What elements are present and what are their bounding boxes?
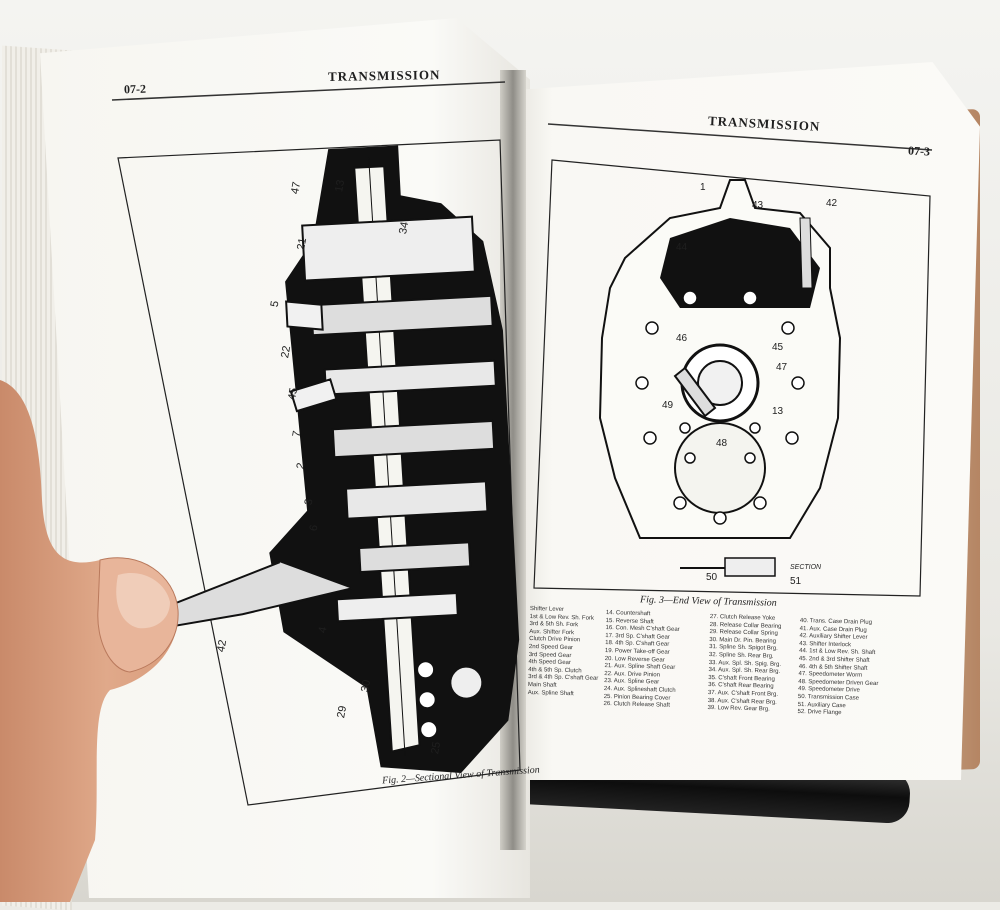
right-callout: 43 bbox=[752, 200, 764, 211]
right-callout: 46 bbox=[676, 333, 688, 344]
right-callout: 45 bbox=[772, 342, 784, 353]
right-callout: 47 bbox=[776, 362, 788, 373]
legend-column-4: 40. Trans. Case Drain Plug 41. Aux. Case… bbox=[797, 618, 880, 719]
hand bbox=[0, 380, 179, 902]
right-callout: 50 bbox=[706, 572, 718, 583]
legend-column-1: Shifter Lever 1st & Low Rev. Sh. Fork 3r… bbox=[528, 606, 601, 699]
left-callout: 22 bbox=[279, 344, 294, 360]
sectional-view-illustration bbox=[156, 145, 520, 774]
right-callout: 51 bbox=[790, 576, 802, 587]
left-callout: 45 bbox=[286, 386, 301, 402]
left-callout: 29 bbox=[335, 704, 350, 720]
left-callout: 25 bbox=[429, 740, 444, 756]
right-callout: 44 bbox=[676, 242, 688, 253]
section-label: SECTION bbox=[790, 564, 822, 571]
legend-column-3: 27. Clutch Release Yoke 28. Release Coll… bbox=[707, 614, 782, 715]
right-callout: 48 bbox=[716, 438, 728, 449]
left-callout: 30 bbox=[359, 678, 374, 694]
left-callout: 42 bbox=[215, 638, 230, 654]
end-view-illustration bbox=[598, 179, 842, 577]
right-callout: 1 bbox=[700, 182, 706, 193]
right-callout: 42 bbox=[826, 198, 838, 209]
left-callout: 13 bbox=[333, 178, 348, 194]
legend-column-2: 14. Countershaft 15. Reverse Shaft 16. C… bbox=[603, 610, 680, 711]
right-callout: 13 bbox=[772, 406, 784, 417]
left-callout: 47 bbox=[289, 180, 304, 196]
right-callout: 49 bbox=[662, 400, 674, 411]
left-callout: 21 bbox=[295, 236, 310, 252]
left-callout: 34 bbox=[397, 220, 412, 236]
